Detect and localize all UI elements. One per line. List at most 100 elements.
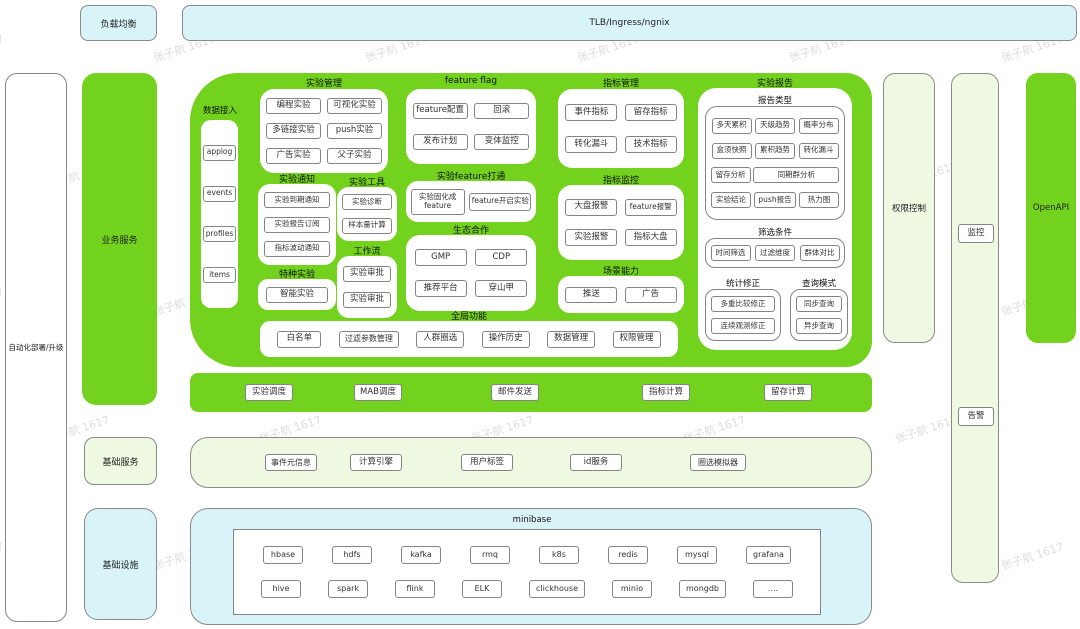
layer-base-service[interactable]: 基础服务 bbox=[84, 437, 157, 485]
diagram-node[interactable]: 盒须快照 bbox=[711, 142, 752, 159]
diagram-node[interactable]: 多重比较修正 bbox=[711, 296, 775, 312]
diagram-node[interactable]: 推荐平台 bbox=[414, 280, 467, 297]
diagram-node[interactable]: 实验审批 bbox=[343, 292, 391, 308]
diagram-node[interactable]: 累积趋势 bbox=[755, 142, 795, 159]
diagram-node[interactable]: events bbox=[203, 185, 236, 202]
diagram-node[interactable]: 热力图 bbox=[799, 192, 839, 209]
diagram-node[interactable]: 事件元信息 bbox=[265, 454, 317, 471]
diagram-node[interactable]: k8s bbox=[539, 546, 579, 564]
diagram-node[interactable]: .... bbox=[753, 580, 793, 598]
diagram-node[interactable]: clickhouse bbox=[529, 580, 585, 598]
node-monitor[interactable]: 监控 bbox=[958, 224, 994, 243]
diagram-node[interactable]: 同期群分析 bbox=[753, 167, 840, 184]
diagram-node[interactable]: hbase bbox=[263, 546, 303, 564]
diagram-node[interactable]: 父子实验 bbox=[327, 148, 382, 164]
diagram-node[interactable]: 实验结论 bbox=[711, 192, 751, 209]
diagram-node[interactable]: feature报警 bbox=[624, 198, 677, 216]
diagram-node[interactable]: 穿山甲 bbox=[475, 280, 528, 297]
diagram-node[interactable]: 邮件发送 bbox=[491, 384, 539, 401]
diagram-node[interactable]: minio bbox=[612, 580, 652, 598]
diagram-node[interactable]: 留存指标 bbox=[624, 104, 677, 121]
diagram-node[interactable]: rmq bbox=[470, 546, 510, 564]
diagram-node[interactable]: 实验调度 bbox=[245, 384, 293, 401]
diagram-node[interactable]: redis bbox=[608, 546, 648, 564]
diagram-node[interactable]: 多天累积 bbox=[711, 117, 752, 134]
diagram-node[interactable]: 同步查询 bbox=[796, 296, 842, 312]
diagram-node[interactable]: 实验到期通知 bbox=[264, 192, 330, 209]
diagram-node[interactable]: 样本量计算 bbox=[342, 217, 392, 234]
diagram-node[interactable]: 实验报告订阅 bbox=[264, 216, 330, 233]
diagram-node[interactable]: 发布计划 bbox=[412, 133, 468, 150]
diagram-node[interactable]: 回滚 bbox=[474, 103, 530, 120]
diagram-node[interactable]: 权限管理 bbox=[612, 330, 661, 348]
node-ingress[interactable]: TLB/Ingress/ngnix bbox=[182, 5, 1077, 41]
diagram-node[interactable]: 时间筛选 bbox=[710, 245, 751, 261]
node-openapi[interactable]: OpenAPI bbox=[1026, 73, 1076, 343]
diagram-node[interactable]: hive bbox=[261, 580, 301, 598]
diagram-node[interactable]: GMP bbox=[414, 249, 467, 266]
diagram-node[interactable]: 技术指标 bbox=[624, 136, 677, 153]
diagram-node[interactable]: 实验诊断 bbox=[342, 194, 392, 211]
diagram-node[interactable]: 天级趋势 bbox=[755, 117, 795, 134]
diagram-node[interactable]: 异步查询 bbox=[796, 318, 842, 334]
diagram-node[interactable]: 变体监控 bbox=[474, 133, 530, 150]
diagram-node[interactable]: 转化漏斗 bbox=[798, 142, 839, 159]
diagram-node[interactable]: 操作历史 bbox=[481, 330, 530, 348]
node-permission-control[interactable]: 权限控制 bbox=[883, 73, 935, 343]
diagram-node[interactable]: 用户标签 bbox=[461, 454, 513, 471]
diagram-node[interactable]: 指标波动通知 bbox=[264, 240, 330, 257]
diagram-node[interactable]: 留存分析 bbox=[710, 167, 751, 184]
diagram-node[interactable]: hdfs bbox=[332, 546, 372, 564]
diagram-node[interactable]: id服务 bbox=[570, 454, 622, 471]
diagram-node[interactable]: 过滤参数管理 bbox=[338, 330, 399, 348]
diagram-node[interactable]: profiles bbox=[203, 226, 236, 243]
diagram-node[interactable]: 计算引擎 bbox=[350, 454, 402, 471]
diagram-node[interactable]: 广告 bbox=[624, 286, 677, 303]
diagram-node[interactable]: push报告 bbox=[754, 192, 796, 209]
diagram-node[interactable]: 广告实验 bbox=[266, 148, 321, 164]
diagram-node[interactable]: kafka bbox=[401, 546, 441, 564]
layer-business-service[interactable]: 业务服务 bbox=[82, 73, 157, 405]
diagram-node[interactable]: 过滤维度 bbox=[755, 245, 795, 261]
diagram-node[interactable]: 圈选模拟器 bbox=[690, 454, 746, 471]
diagram-node[interactable]: 概率分布 bbox=[798, 117, 839, 134]
diagram-node[interactable]: flink bbox=[395, 580, 435, 598]
diagram-node[interactable]: 编程实验 bbox=[266, 98, 321, 114]
diagram-node[interactable]: 群体对比 bbox=[799, 245, 840, 261]
diagram-node[interactable]: 智能实验 bbox=[266, 286, 328, 303]
diagram-node[interactable]: 多链接实验 bbox=[266, 123, 321, 139]
diagram-node[interactable]: 指标计算 bbox=[642, 384, 690, 401]
diagram-node[interactable]: 指标大盘 bbox=[624, 229, 677, 247]
diagram-node[interactable]: feature配置 bbox=[412, 103, 468, 120]
diagram-node[interactable]: grafana bbox=[746, 546, 791, 564]
node-alert[interactable]: 告警 bbox=[958, 407, 994, 426]
diagram-node[interactable]: applog bbox=[203, 144, 236, 161]
diagram-node[interactable]: 留存计算 bbox=[764, 384, 812, 401]
diagram-node[interactable]: 数据管理 bbox=[547, 330, 596, 348]
diagram-node[interactable]: CDP bbox=[475, 249, 528, 266]
node-load-balancer[interactable]: 负载均衡 bbox=[80, 5, 157, 41]
node-auto-deploy[interactable]: 自动化部署/升级 bbox=[5, 73, 67, 622]
diagram-node[interactable]: 大盘报警 bbox=[565, 198, 618, 216]
diagram-node[interactable]: 连续观测修正 bbox=[711, 318, 775, 334]
diagram-node[interactable]: 可视化实验 bbox=[327, 98, 382, 114]
diagram-node[interactable]: 白名单 bbox=[277, 330, 322, 348]
diagram-node[interactable]: 转化漏斗 bbox=[565, 136, 618, 153]
layer-infrastructure[interactable]: 基础设施 bbox=[84, 508, 157, 620]
diagram-node[interactable]: 实验固化成feature bbox=[410, 188, 465, 215]
diagram-node[interactable]: spark bbox=[328, 580, 368, 598]
diagram-node[interactable]: mysql bbox=[677, 546, 717, 564]
group-stat: 多重比较修正 连续观测修正 bbox=[705, 289, 781, 341]
diagram-node[interactable]: MAB调度 bbox=[354, 384, 402, 401]
diagram-node[interactable]: 实验报警 bbox=[565, 229, 618, 247]
diagram-node[interactable]: push实验 bbox=[327, 123, 382, 139]
diagram-node[interactable]: 推送 bbox=[565, 286, 618, 303]
diagram-node[interactable]: feature开启实验 bbox=[469, 192, 532, 211]
group-metric-mgmt-label: 指标管理 bbox=[602, 79, 639, 89]
diagram-node[interactable]: ELK bbox=[462, 580, 502, 598]
diagram-node[interactable]: 实验审批 bbox=[343, 266, 391, 282]
diagram-node[interactable]: 事件指标 bbox=[565, 104, 618, 121]
diagram-node[interactable]: 人群圈选 bbox=[416, 330, 465, 348]
diagram-node[interactable]: items bbox=[203, 267, 236, 284]
diagram-node[interactable]: mongdb bbox=[679, 580, 726, 598]
